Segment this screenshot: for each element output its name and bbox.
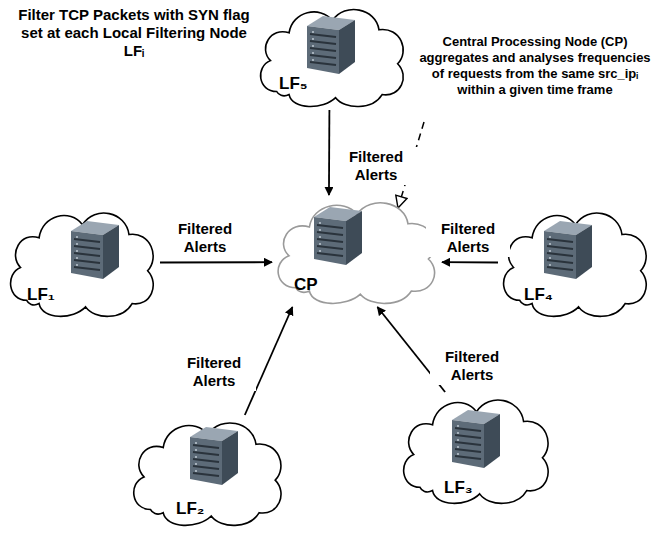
cloud-node: LF₅ (255, 2, 410, 110)
edge-label: Filtered Alerts (430, 347, 514, 385)
node-label: LF₄ (524, 285, 553, 305)
annotation-text: Central Processing Node (CP) aggregates … (415, 34, 655, 98)
server-icon (186, 425, 240, 487)
node-label: LF₅ (279, 74, 308, 94)
cloud-node: LF₁ (5, 205, 160, 320)
cloud-node: LF₃ (398, 392, 555, 507)
edge-label: Filtered Alerts (334, 147, 418, 185)
node-label: LF₂ (176, 499, 204, 519)
server-icon (303, 14, 357, 76)
cloud-node: LF₂ (128, 415, 288, 529)
edge-label: Filtered Alerts (163, 219, 247, 257)
server-icon (310, 205, 364, 267)
cloud-node: LF₄ (498, 205, 653, 320)
alert-arrow (328, 110, 330, 195)
node-label: LF₃ (444, 478, 473, 498)
annotation-text: Filter TCP Packets with SYN flag set at … (14, 6, 254, 60)
edge-label: Filtered Alerts (426, 219, 510, 257)
server-icon (540, 219, 594, 281)
cloud-node: CP (272, 195, 442, 307)
alert-arrow (442, 261, 498, 263)
alert-arrow (160, 261, 272, 263)
edge-label: Filtered Alerts (172, 353, 256, 391)
server-icon (448, 408, 502, 470)
node-label: LF₁ (27, 285, 55, 305)
server-icon (67, 219, 121, 281)
node-label: CP (294, 275, 318, 295)
